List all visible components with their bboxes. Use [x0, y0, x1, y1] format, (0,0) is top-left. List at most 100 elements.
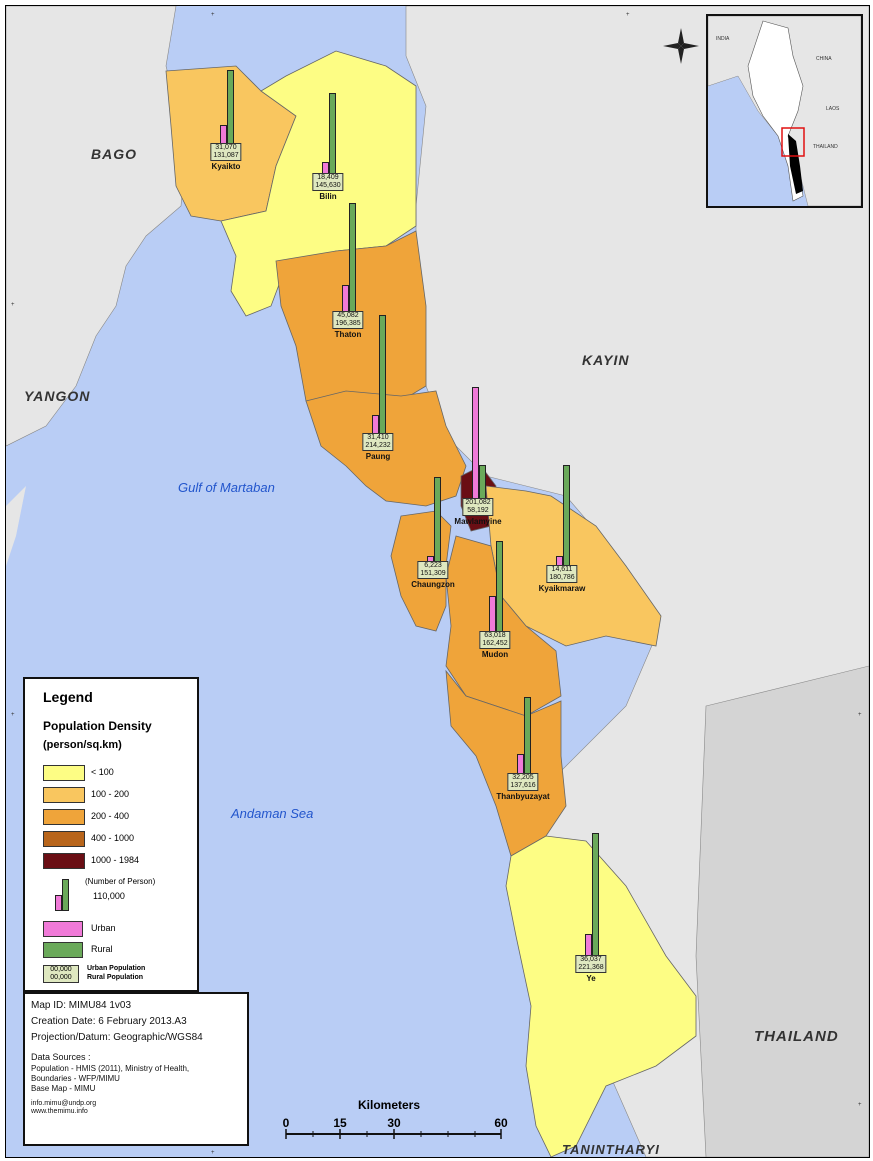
legend-swatch-urban	[43, 921, 83, 937]
urban-bar	[517, 754, 524, 774]
urban-population: 45,082	[337, 312, 359, 319]
legend-rural-label: Rural	[91, 944, 113, 954]
tick-mark: +	[11, 712, 15, 718]
legend-title: Legend	[43, 689, 93, 705]
legend-sample-rural-bar	[62, 879, 69, 911]
land-west	[6, 6, 187, 447]
urban-population: 31,410	[367, 434, 389, 441]
label-kayin: KAYIN	[582, 352, 630, 368]
label-andaman-sea: Andaman Sea	[231, 806, 314, 821]
rural-population: 58,192	[467, 507, 489, 514]
legend-swatch	[43, 765, 85, 781]
rural-bar	[524, 696, 531, 774]
compass-icon	[663, 28, 699, 64]
urban-population: 14,611	[551, 566, 573, 573]
legend-class-label: 100 - 200	[91, 789, 130, 799]
urban-population: 201,082	[465, 499, 491, 506]
meta-projection: Projection/Datum: Geographic/WGS84	[31, 1032, 203, 1043]
rural-bar	[329, 92, 336, 174]
rural-bar	[379, 315, 386, 434]
legend-swatch	[43, 787, 85, 803]
rural-bar	[592, 833, 599, 956]
legend-unit: (person/sq.km)	[43, 739, 122, 751]
region-ye	[505, 835, 697, 1157]
urban-population: 31,070	[215, 144, 237, 151]
urban-bar	[342, 285, 349, 312]
meta-web-1: info.mimu@undp.org	[31, 1100, 97, 1107]
township-label: Thaton	[334, 330, 362, 339]
tick-mark: +	[626, 1150, 630, 1156]
label-thailand: THAILAND	[754, 1028, 839, 1045]
meta-source-2: Boundaries - WFP/MIMU	[31, 1074, 120, 1083]
rural-population: 137,616	[510, 782, 536, 789]
township-label: Chaungzon	[411, 580, 455, 589]
rural-bar	[434, 477, 441, 562]
inset-label-india: INDIA	[716, 36, 730, 42]
label-tanintharyi: TANINTHARYI	[562, 1142, 660, 1157]
urban-bar	[220, 125, 227, 144]
tick-mark: +	[858, 712, 862, 718]
scale-tick-30: 30	[387, 1116, 401, 1130]
label-gulf-martaban: Gulf of Martaban	[178, 480, 275, 495]
inset-label-china: CHINA	[816, 56, 832, 62]
meta-source-3: Base Map - MIMU	[31, 1084, 96, 1093]
meta-web-2: www.themimu.info	[31, 1108, 88, 1115]
legend-number-value: 110,000	[93, 891, 125, 901]
tick-mark: +	[211, 1150, 215, 1156]
scale-tick-60: 60	[494, 1116, 508, 1130]
meta-source-1: Population - HMIS (2011), Ministry of He…	[31, 1064, 190, 1073]
rural-population: 214,232	[365, 442, 391, 449]
inset-highlight-box	[781, 127, 805, 157]
rural-bar	[563, 465, 570, 566]
rural-bar	[349, 202, 356, 312]
urban-population: 63,018	[484, 632, 506, 639]
legend-urban-label: Urban	[91, 923, 116, 933]
township-label: Mawlamyine	[454, 517, 502, 526]
legend-subtitle: Population Density	[43, 719, 152, 733]
legend: Legend Population Density (person/sq.km)…	[23, 677, 199, 992]
metadata-box: Map ID: MIMU84 1v03 Creation Date: 6 Feb…	[23, 992, 249, 1146]
legend-swatch	[43, 809, 85, 825]
legend-sample-urban-bar	[55, 895, 62, 911]
rural-bar	[496, 541, 503, 632]
scale-tick-0: 0	[282, 1116, 290, 1130]
inset-map: CHINA LAOS THAILAND INDIA	[706, 14, 863, 208]
rural-bar	[227, 70, 234, 144]
rural-population: 196,385	[335, 320, 361, 327]
meta-map-id: Map ID: MIMU84 1v03	[31, 1000, 132, 1011]
rural-population: 151,309	[420, 570, 446, 577]
township-label: Paung	[365, 452, 391, 461]
rural-bar	[479, 465, 486, 499]
inset-label-thailand: THAILAND	[813, 144, 838, 150]
tick-mark: +	[626, 12, 630, 18]
urban-population: 32,205	[512, 774, 534, 781]
meta-sources-title: Data Sources :	[31, 1052, 91, 1062]
rural-population: 221,368	[578, 964, 604, 971]
legend-sample-rural: 00,000	[50, 974, 72, 981]
inset-canvas	[708, 16, 861, 206]
township-label: Ye	[586, 974, 596, 983]
urban-bar	[472, 387, 479, 499]
scale-title: Kilometers	[358, 1098, 421, 1112]
township-label: Kyaikmaraw	[538, 584, 586, 593]
legend-number-label: (Number of Person)	[85, 877, 156, 886]
urban-bar	[489, 595, 496, 632]
tick-mark: +	[858, 1102, 862, 1108]
legend-class-label: 1000 - 1984	[91, 855, 140, 865]
urban-bar	[372, 414, 379, 434]
legend-swatch-rural	[43, 942, 83, 958]
legend-swatch	[43, 853, 85, 869]
township-label: Bilin	[319, 192, 337, 201]
rural-population: 145,630	[315, 182, 341, 189]
map-frame: + + + + + + + + BAGO YANGON K	[5, 5, 870, 1158]
rural-population: 180,786	[549, 574, 575, 581]
township-label: Thanbyuzayat	[496, 792, 550, 801]
urban-bar	[585, 934, 592, 956]
